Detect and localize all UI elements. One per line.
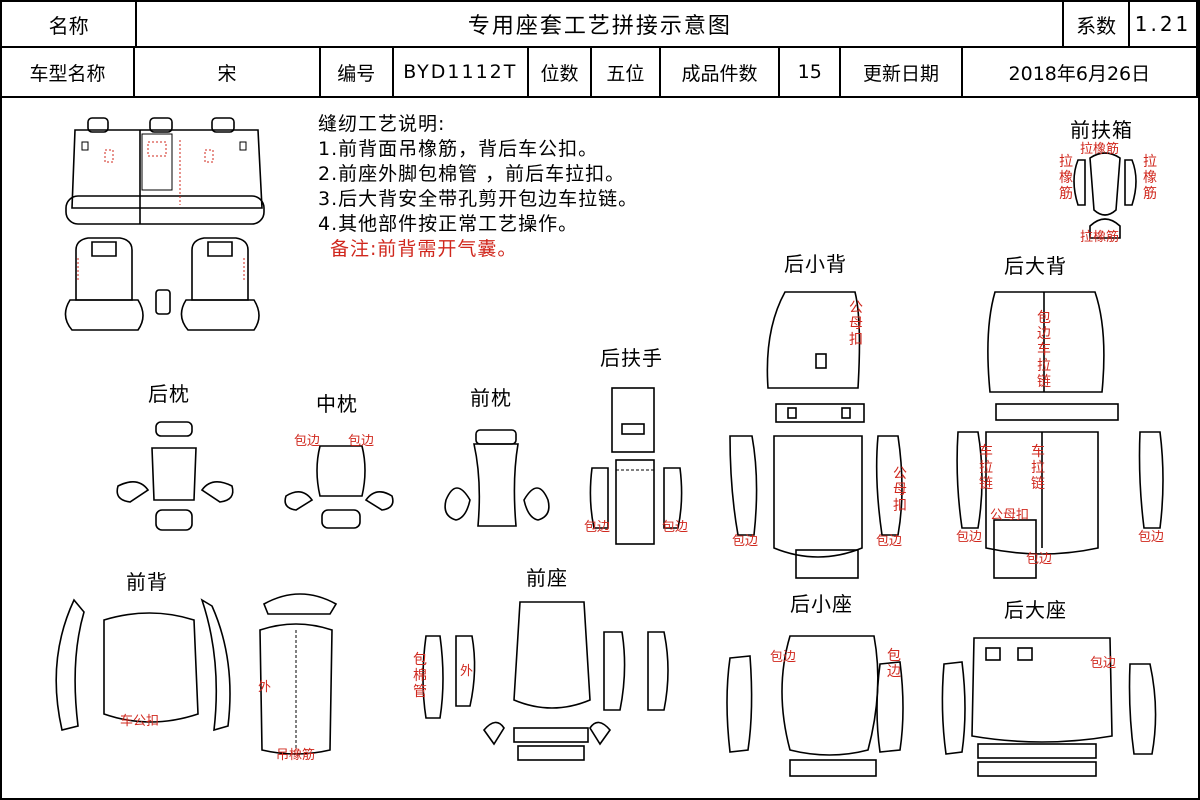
mark-zipper-big-back-left: 车拉链 (979, 444, 993, 492)
mark-binding-armrest-left: 包边 (584, 520, 611, 535)
rear-pillow-pieces (116, 421, 234, 531)
date-value: 2018年6月26日 (960, 48, 1199, 98)
mark-binding-zipper-big-back: 包边车拉链 (1037, 310, 1051, 390)
date-label: 更新日期 (839, 48, 963, 98)
mark-snap-big-back: 公母扣 (990, 508, 1030, 523)
name-label: 名称 (0, 0, 138, 48)
section-rear-pillow: 后枕 (148, 382, 190, 406)
mark-binding-mid-pillow-left: 包边 (294, 434, 321, 449)
mark-binding-big-seat: 包边 (1090, 656, 1117, 671)
mark-car-snap: 车公扣 (120, 714, 160, 729)
sheet-title: 专用座套工艺拼接示意图 (135, 0, 1065, 48)
front-pillow-pieces (444, 429, 550, 527)
section-rear-armrest: 后扶手 (600, 346, 663, 370)
seats-value: 五位 (589, 48, 661, 98)
seats-label: 位数 (527, 48, 592, 98)
mark-binding-small-back-right: 包边 (876, 534, 903, 549)
sewing-notes: 缝纫工艺说明: 1.前背面吊橡筋，背后车公扣。 2.前座外脚包棉管 ，前后车拉扣… (318, 112, 638, 262)
coef-value: 1.21 (1128, 0, 1198, 48)
rear-big-seat-pieces (941, 637, 1157, 777)
mark-binding-small-back-left: 包边 (732, 534, 759, 549)
section-front-back: 前背 (126, 570, 168, 594)
notes-remark: 备注:前背需开气囊。 (330, 238, 518, 260)
mark-snap-small-back-side: 公母扣 (893, 466, 907, 514)
model-label: 车型名称 (0, 48, 136, 98)
mark-binding-small-seat: 包边 (770, 650, 797, 665)
pieces-label: 成品件数 (658, 48, 781, 98)
section-front-pillow: 前枕 (470, 386, 512, 410)
front-seat-pieces (422, 601, 669, 761)
mark-binding-big-back-left: 包边 (956, 530, 983, 545)
notes-title: 缝纫工艺说明: (318, 113, 446, 135)
rear-small-seat-pieces (726, 635, 904, 777)
rear-bench-overview (65, 117, 265, 225)
mark-zipper-big-back-right: 车拉链 (1031, 444, 1045, 492)
pieces-value: 15 (778, 48, 842, 98)
mark-elastic-right: 拉橡筋 (1143, 154, 1157, 202)
section-rear-big-back: 后大背 (1004, 254, 1067, 278)
front-seats-overview (64, 237, 260, 331)
front-armbox-pieces (1073, 152, 1137, 239)
mark-binding-small-seat-side: 包边 (887, 648, 901, 680)
section-rear-small-back: 后小背 (784, 252, 847, 276)
front-back-pieces (55, 593, 338, 755)
note-item-1: 1.前背面吊橡筋，背后车公扣。 (318, 138, 599, 160)
note-item-4: 4.其他部件按正常工艺操作。 (318, 213, 579, 235)
mark-binding-big-back-right: 包边 (1138, 530, 1165, 545)
mark-binding-armrest-right: 包边 (662, 520, 689, 535)
middle-pillow-pieces (284, 445, 394, 529)
mark-binding-mid-pillow-right: 包边 (348, 434, 375, 449)
mark-snap-small-back: 公母扣 (849, 300, 863, 348)
mark-cotton-tube: 包棉管 (413, 652, 427, 700)
section-rear-small-seat: 后小座 (790, 592, 853, 616)
rear-armrest-pieces (589, 387, 683, 545)
section-rear-big-seat: 后大座 (1004, 598, 1067, 622)
mark-hanging-elastic: 吊橡筋 (276, 748, 316, 763)
section-mid-pillow: 中枕 (316, 392, 358, 416)
header-row-2: 车型名称 宋 编号 BYD1112T 位数 五位 成品件数 15 更新日期 20… (0, 48, 1199, 98)
section-front-seat: 前座 (526, 566, 568, 590)
rear-big-back-pieces (956, 291, 1164, 579)
note-item-3: 3.后大背安全带孔剪开包边车拉链。 (318, 188, 639, 210)
mark-outer-seat: 外 (460, 664, 474, 679)
mark-binding-big-back-bottom: 包边 (1026, 552, 1053, 567)
mark-elastic-top: 拉橡筋 (1080, 142, 1120, 157)
mark-elastic-bottom: 拉橡筋 (1080, 230, 1120, 245)
section-front-armbox: 前扶箱 (1070, 118, 1133, 142)
code-value: BYD1112T (391, 48, 530, 98)
header-row-1: 名称 专用座套工艺拼接示意图 系数 1.21 (0, 0, 1198, 48)
mark-outer-back: 外 (258, 680, 272, 695)
coef-label: 系数 (1062, 0, 1131, 48)
model-value: 宋 (133, 48, 321, 98)
mark-elastic-left: 拉橡筋 (1059, 154, 1073, 202)
note-item-2: 2.前座外脚包棉管 ，前后车拉扣。 (318, 163, 626, 185)
rear-small-back-pieces (729, 291, 903, 579)
code-label: 编号 (318, 48, 394, 98)
